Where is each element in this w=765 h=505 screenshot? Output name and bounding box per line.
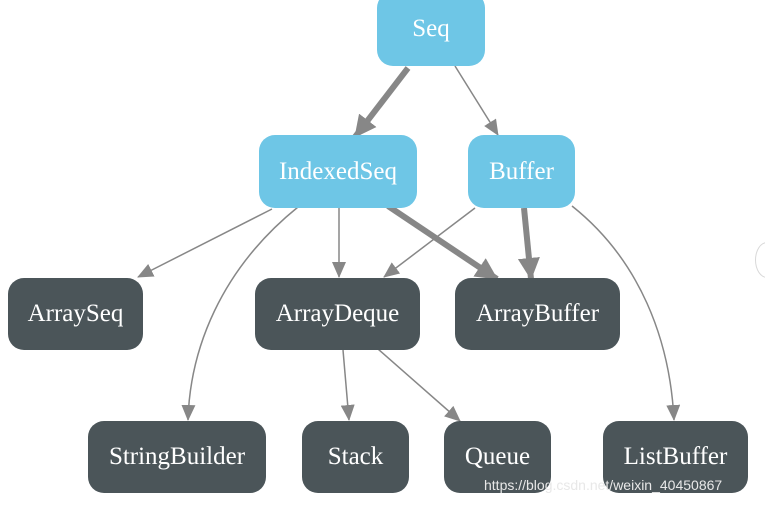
node-arraybuffer-label: ArrayBuffer: [475, 300, 600, 327]
node-queue-label: Queue: [464, 443, 531, 470]
node-seq-label: Seq: [412, 15, 450, 42]
node-indexedseq: IndexedSeq: [259, 135, 417, 208]
node-arrayseq-label: ArraySeq: [27, 300, 124, 327]
node-stack-label: Stack: [327, 443, 384, 470]
node-buffer: Buffer: [468, 135, 575, 208]
edge-buffer-listbuffer: [571, 205, 681, 421]
edge-indexedseq-stringbuilder: [181, 206, 299, 421]
edge-arraydeque-queue: [377, 348, 461, 422]
edge-indexedseq-arrayseq: [137, 208, 273, 278]
node-listbuffer: ListBuffer: [603, 421, 748, 493]
node-listbuffer-label: ListBuffer: [623, 443, 728, 470]
node-arraybuffer: ArrayBuffer: [455, 278, 620, 350]
edge-seq-indexedseq: [352, 66, 411, 139]
node-arraydeque-label: ArrayDeque: [275, 300, 400, 327]
node-seq: Seq: [377, 0, 485, 66]
edge-arraydeque-stack: [340, 349, 355, 421]
edge-buffer-arraydeque: [383, 207, 476, 278]
node-indexedseq-label: IndexedSeq: [278, 157, 398, 185]
node-stack: Stack: [302, 421, 409, 493]
edge-buffer-arraybuffer: [517, 207, 540, 280]
node-stringbuilder: StringBuilder: [88, 421, 266, 493]
edge-indexedseq-arraybuffer: [386, 203, 499, 282]
edge-seq-buffer: [454, 65, 499, 136]
node-arraydeque: ArrayDeque: [255, 278, 420, 350]
node-arrayseq: ArraySeq: [8, 278, 143, 350]
node-buffer-label: Buffer: [489, 157, 554, 185]
node-queue: Queue: [444, 421, 551, 493]
node-stringbuilder-label: StringBuilder: [108, 443, 246, 470]
watermark-text: https://blog.csdn.net/weixin_40450867: [484, 477, 723, 493]
